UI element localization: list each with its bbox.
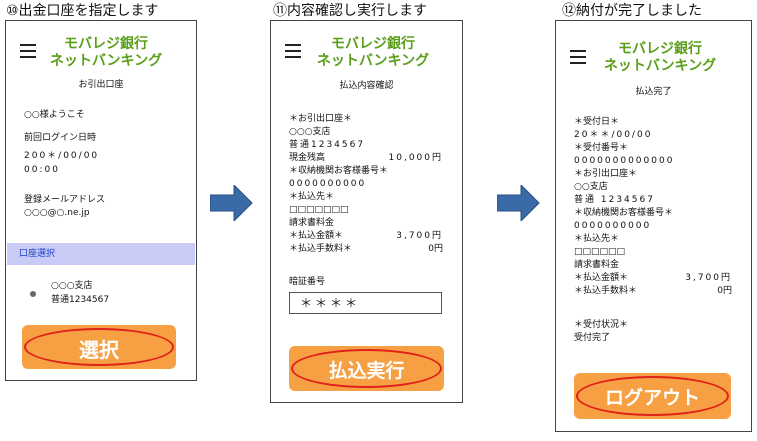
receipt-date-value: 20＊＊/00/00: [574, 130, 653, 140]
receipt-number-value: 0000000000000: [574, 156, 675, 166]
last-login-label: 前回ログイン日時: [24, 133, 97, 143]
menu-icon[interactable]: [20, 44, 36, 58]
customer-number-label: ＊収納機関お客様番号＊: [289, 166, 389, 176]
phone-screen-payment-complete: モバレジ銀行 ネットバンキング 払込完了 ＊受付日＊ 20＊＊/00/00 ＊受…: [555, 20, 752, 432]
payee-value: □□□□□□□: [289, 205, 349, 215]
brand-line2: ネットバンキング: [316, 53, 430, 69]
select-button-label: 選択: [79, 338, 119, 362]
brand-line1: モバレジ銀行: [64, 36, 148, 52]
account-branch[interactable]: ○○○支店: [51, 281, 93, 291]
last-login-date: 200＊/00/00: [24, 151, 100, 161]
receipt-number-label: ＊受付番号＊: [574, 143, 629, 153]
customer-number: 0000000000: [574, 221, 652, 231]
amount-label: ＊払込金額＊: [574, 273, 629, 283]
arrow-right-icon: [497, 185, 540, 221]
radio-selected-icon[interactable]: [30, 291, 36, 297]
highlight-oval: [576, 376, 729, 416]
highlight-oval: [24, 328, 174, 366]
fee-value: 0円: [428, 244, 443, 254]
brand-logo: モバレジ銀行 ネットバンキング: [46, 36, 166, 70]
select-button[interactable]: 選択: [22, 325, 176, 369]
menu-icon[interactable]: [285, 44, 301, 58]
amount-value: 3,700円: [396, 231, 443, 241]
phone-screen-account-select: モバレジ銀行 ネットバンキング お引出口座 ○○様ようこそ 前回ログイン日時 2…: [5, 20, 197, 381]
brand-line2: ネットバンキング: [603, 58, 717, 74]
phone-screen-payment-confirm: モバレジ銀行 ネットバンキング 払込内容確認 ＊お引出口座＊ ○○○支店 普通1…: [270, 20, 463, 403]
customer-number-label: ＊収納機関お客様番号＊: [574, 208, 674, 218]
account-number: 普通 1234567: [574, 195, 655, 205]
brand-logo: モバレジ銀行 ネットバンキング: [313, 36, 433, 70]
status-value: 受付完了: [574, 333, 611, 343]
payee-label: ＊払込先＊: [574, 234, 620, 244]
withdraw-account-label: ＊お引出口座＊: [289, 114, 353, 124]
highlight-oval: [291, 349, 442, 388]
invoice-label: 請求書料金: [289, 218, 335, 228]
brand-line1: モバレジ銀行: [331, 36, 415, 52]
logout-button-label: ログアウト: [604, 387, 700, 409]
account-select-section-bar: 口座選択: [7, 243, 195, 265]
branch-name: ○○○支店: [289, 127, 331, 137]
execute-payment-button[interactable]: 払込実行: [289, 346, 444, 391]
fee-label: ＊払込手数料＊: [574, 286, 638, 296]
email-value: ○○○@○.ne.jp: [24, 208, 90, 218]
menu-icon[interactable]: [570, 50, 586, 64]
customer-number: 0000000000: [289, 179, 367, 189]
status-label: ＊受付状況＊: [574, 320, 629, 330]
arrow-right-icon: [210, 185, 253, 221]
invoice-label: 請求書料金: [574, 260, 620, 270]
payee-value: □□□□□□: [574, 247, 626, 257]
amount-value: 3,700円: [685, 273, 732, 283]
account-number: 普通1234567: [289, 140, 366, 150]
fee-value: 0円: [717, 286, 732, 296]
amount-label: ＊払込金額＊: [289, 231, 344, 241]
page-subtitle: お引出口座: [78, 80, 124, 90]
step-title-11: ⑪内容確認し実行します: [273, 3, 427, 19]
withdraw-account-label: ＊お引出口座＊: [574, 169, 638, 179]
email-label: 登録メールアドレス: [24, 195, 106, 205]
fee-label: ＊払込手数料＊: [289, 244, 353, 254]
payee-label: ＊払込先＊: [289, 192, 335, 202]
welcome-text: ○○様ようこそ: [24, 110, 85, 120]
last-login-time: 00:00: [24, 165, 60, 175]
balance-label: 現金残高: [289, 153, 326, 163]
page-subtitle: 払込内容確認: [339, 81, 394, 91]
balance-value: 10,000円: [388, 153, 443, 163]
page-subtitle: 払込完了: [635, 87, 672, 97]
account-number[interactable]: 普通1234567: [51, 295, 110, 305]
execute-payment-button-label: 払込実行: [328, 360, 405, 382]
brand-line2: ネットバンキング: [49, 53, 163, 69]
step-title-12: ⑫納付が完了しました: [562, 3, 702, 19]
brand-logo: モバレジ銀行 ネットバンキング: [600, 41, 720, 75]
pin-label: 暗証番号: [289, 277, 326, 287]
step-title-10: ⑩出金口座を指定します: [6, 3, 159, 19]
logout-button[interactable]: ログアウト: [574, 373, 731, 419]
brand-line1: モバレジ銀行: [618, 41, 702, 57]
pin-input[interactable]: ＊＊＊＊: [289, 292, 442, 314]
receipt-date-label: ＊受付日＊: [574, 117, 620, 127]
branch-name: ○○支店: [574, 182, 608, 192]
